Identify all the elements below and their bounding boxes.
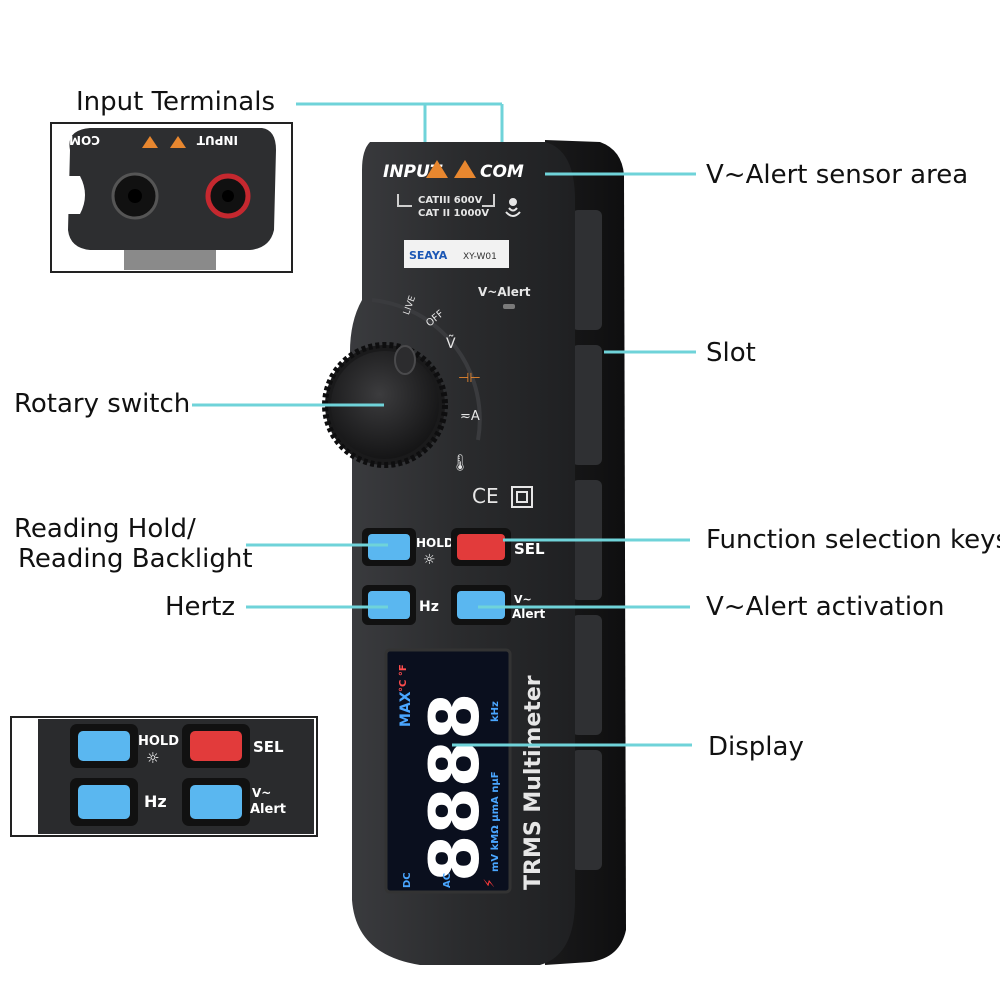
inset-valert-bottom: Alert: [250, 802, 286, 817]
valert-sensor-area-label: V~Alert sensor area: [706, 160, 969, 190]
lcd-ac: AC: [442, 873, 453, 888]
display-label: Display: [708, 732, 804, 762]
inset-sel-label: SEL: [253, 738, 284, 756]
slot-4: [572, 615, 602, 735]
input-terminals-line: [296, 102, 504, 142]
double-insulation-icon: [511, 486, 533, 508]
inset-hz-label: Hz: [144, 792, 167, 811]
inset-valert-top: V~: [252, 786, 271, 800]
rotary-switch-label: Rotary switch: [14, 389, 191, 419]
inset-input-terminals: COM INPUT: [50, 122, 293, 273]
thermometer-icon: 🌡: [450, 453, 470, 472]
dial-current-symbol: ≂A: [460, 409, 480, 424]
hertz-label: Hertz: [165, 592, 236, 622]
brand-sticker: [404, 240, 509, 268]
rotary-switch[interactable]: [322, 342, 448, 468]
lcd-display: MAX 8888 mV kMΩ μmA nμF kHz °C °F DC AC …: [384, 648, 512, 894]
dial-voltage-symbol: Ṽ: [446, 335, 456, 352]
hz-key-label: Hz: [419, 599, 439, 615]
inset-com-label: COM: [69, 133, 100, 147]
input-terminals-label: Input Terminals: [76, 87, 276, 117]
ce-mark: CE: [472, 484, 499, 508]
inset-backlight-icon: ☼: [146, 749, 159, 767]
valert-indicator-label: V~Alert: [478, 285, 531, 299]
dial-pointer: [394, 345, 416, 375]
com-label: COM: [480, 162, 524, 182]
inset-keys: HOLD ☼ SEL Hz V~ Alert: [10, 716, 318, 837]
lcd-dc: DC: [402, 872, 413, 888]
hold-key-label: HOLD: [416, 536, 454, 550]
product-name: TRMS Multimeter: [521, 675, 546, 890]
lcd-lightning-icon: ⚡: [482, 878, 498, 888]
valert-key-label-bottom: Alert: [512, 607, 545, 621]
cat-rating-line2: CAT II 1000V: [418, 208, 489, 219]
reading-hold-label-line1: Reading Hold/: [14, 514, 196, 544]
valert-led: [503, 304, 515, 309]
lcd-main-digits: 8888: [416, 693, 495, 882]
slot-5: [572, 750, 602, 870]
lcd-khz: kHz: [490, 701, 501, 722]
reading-hold-label-line2: Reading Backlight: [18, 544, 253, 574]
lcd-max: MAX: [398, 691, 414, 727]
lcd-temp-units: °C °F: [398, 664, 409, 692]
function-selection-keys-label: Function selection keys: [706, 525, 1000, 555]
inset-input-label: INPUT: [196, 133, 238, 147]
sound-wave-icon: [505, 198, 521, 217]
valert-activation-label: V~Alert activation: [706, 592, 945, 622]
backlight-icon: ☼: [423, 552, 436, 568]
slot-2: [572, 345, 602, 465]
brand-name: SEAYA: [409, 249, 448, 262]
inset-hold-label: HOLD: [138, 734, 179, 749]
sel-key-label: SEL: [514, 540, 545, 558]
warning-triangle-icon: [454, 160, 476, 178]
valert-key-label-top: V~: [514, 593, 532, 606]
cat-rating-line1: CATIII 600V: [418, 195, 483, 206]
slot-1: [572, 210, 602, 330]
dial-capacitance-symbol: ⊣⊢: [458, 371, 481, 386]
model-number: XY-W01: [463, 252, 497, 262]
slot-label: Slot: [706, 338, 756, 368]
callout-lines: [192, 102, 696, 747]
warning-triangle-icon: [426, 160, 448, 178]
lcd-units: mV kMΩ μmA nμF: [490, 771, 501, 872]
